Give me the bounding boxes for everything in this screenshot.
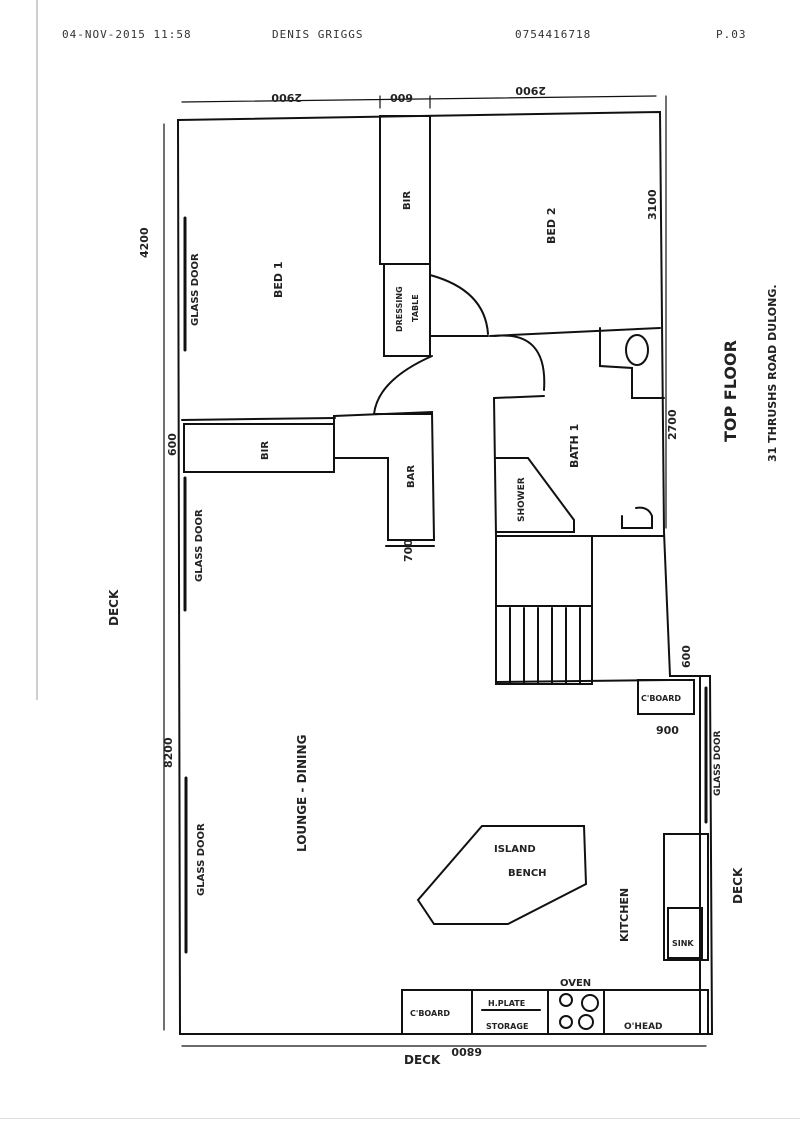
burner [578,1014,594,1030]
bath-left-wall [493,397,497,537]
dim-left-mid: 600 [166,433,179,456]
label-storage: STORAGE [486,1022,528,1031]
dim-left-lower: 8200 [162,737,175,768]
label-cboard-bottom: C'BOARD [410,1009,450,1018]
bar-counter [333,410,436,541]
kitchen-counter-right [663,833,709,961]
stairwell [495,535,593,685]
dim-right-upper: 3100 [646,189,659,220]
fax-header: 04-NOV-2015 11:58 DENIS GRIGGS 075441671… [0,28,800,44]
label-glass-door-lower: GLASS DOOR [196,823,207,896]
fax-sender: DENIS GRIGGS [272,28,364,41]
bir-top-closet [379,115,431,265]
label-cboard-right: C'BOARD [641,694,681,703]
cupboard-right [637,679,695,715]
dim-right-lower: 600 [680,645,693,668]
label-deck-left: DECK [107,589,121,626]
label-glass-door-right: GLASS DOOR [713,730,723,796]
burner [559,1015,573,1029]
label-deck-right: DECK [731,867,745,904]
island-bench [416,825,588,925]
label-island: ISLAND [494,844,536,855]
dressing-table [383,263,431,357]
label-table: TABLE [411,294,420,322]
label-deck-bottom: DECK [404,1053,441,1067]
dim-cboard: 900 [656,724,679,737]
basin [621,506,653,529]
plan-title: TOP FLOOR [721,340,740,442]
fax-phone: 0754416718 [515,28,592,41]
label-kitchen: KITCHEN [618,888,631,942]
toilet-nook [599,327,665,399]
label-bed1: BED 1 [272,261,285,298]
label-shower: SHOWER [517,477,527,522]
bath-top-wall [489,327,661,337]
page-bottom-line [0,1118,800,1119]
dim-left-upper: 4200 [138,227,151,258]
shower-stall [495,457,575,533]
label-lounge: LOUNGE - DINING [295,735,309,852]
bottom-counter [401,989,709,1035]
label-bed2: BED 2 [545,207,558,244]
sink-unit [667,907,703,959]
bed1-door2-arc [373,355,433,415]
bed1-door-arc [429,274,489,335]
dim-bar: 700 [402,539,415,562]
fax-page: P.03 [716,28,747,41]
bir-mid-closet [183,423,335,473]
dim-top-right: 2900 [515,84,546,97]
label-sink: SINK [672,939,694,948]
label-ohead: O'HEAD [624,1022,663,1032]
label-bir-top: BIR [402,191,413,210]
bath-door-arc [493,334,546,391]
plan-address: 31 THRUSHS ROAD DULONG. [766,284,779,462]
outer-wall [176,110,714,1035]
dim-right-mid: 2700 [666,409,679,440]
label-bench: BENCH [508,868,547,879]
dim-top-mid: 600 [390,91,413,104]
label-bir-mid: BIR [260,441,271,460]
dim-top-left: 2900 [271,91,302,104]
bed1-lower-wall [181,417,336,421]
label-hplate: H.PLATE [488,999,525,1008]
fax-datetime: 04-NOV-2015 11:58 [62,28,192,41]
burner [559,993,573,1007]
label-bath: BATH 1 [568,424,581,468]
label-glass-door-mid: GLASS DOOR [194,509,205,582]
burner [581,994,599,1012]
label-bar: BAR [406,465,417,488]
page-edge-shadow [36,0,38,700]
dim-bottom: 6800 [451,1045,482,1058]
label-glass-door-upper: GLASS DOOR [190,253,201,326]
toilet-bowl [625,334,649,366]
label-oven: OVEN [560,978,591,989]
label-dressing: DRESSING [395,286,404,332]
